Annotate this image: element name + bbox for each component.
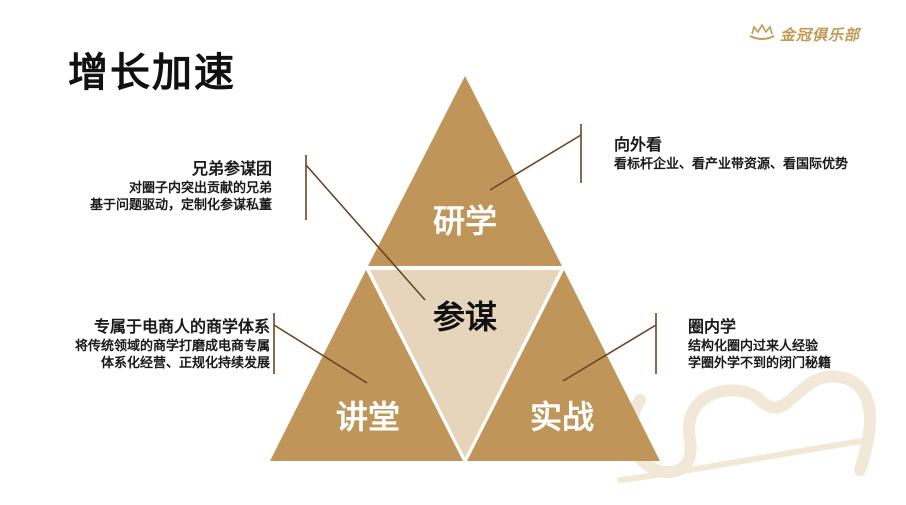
pyramid-bottom-left-segment — [270, 270, 463, 461]
pyramid-bottom-right-segment — [467, 270, 660, 461]
pyramid-top-label: 研学 — [432, 202, 497, 240]
pyramid-center-segment — [370, 270, 560, 458]
callout-heading: 兄弟参谋团 — [191, 159, 272, 178]
logo: 金冠俱乐部 — [748, 22, 860, 46]
callout-line: 对圈子内突出贡献的兄弟 — [128, 181, 272, 196]
callout-top: 向外看 看标杆企业、看产业带资源、看国际优势 — [614, 134, 904, 173]
callout-heading: 圈内学 — [688, 317, 737, 336]
pyramid-center-label: 参谋 — [432, 298, 497, 336]
callout-line: 基于问题驱动，定制化参谋私董 — [89, 198, 272, 213]
callout-heading: 向外看 — [614, 135, 663, 154]
pyramid-bottom-left-label: 讲堂 — [335, 398, 400, 436]
callout-bottom-right: 圈内学 结构化圈内过来人经验 学圈外学不到的闭门秘籍 — [688, 316, 898, 372]
callout-line: 看标杆企业、看产业带资源、看国际优势 — [614, 157, 849, 172]
callout-heading: 专属于电商人的商学体系 — [93, 317, 270, 336]
pyramid-top-segment — [368, 76, 562, 266]
callout-center: 兄弟参谋团 对圈子内突出贡献的兄弟 基于问题驱动，定制化参谋私董 — [40, 158, 272, 214]
callout-bottom-left: 专属于电商人的商学体系 将传统领域的商学打磨成电商专属 体系化经营、正规化持续发… — [0, 316, 270, 372]
callout-line: 将传统领域的商学打磨成电商专属 — [74, 339, 270, 354]
callout-leader — [305, 164, 426, 301]
callout-line: 体系化经营、正规化持续发展 — [100, 356, 270, 371]
crown-icon — [748, 22, 776, 46]
logo-text: 金冠俱乐部 — [780, 25, 861, 44]
pyramid-bottom-right-label: 实战 — [529, 398, 594, 436]
callout-line: 结构化圈内过来人经验 — [688, 339, 819, 354]
page-title: 增长加速 — [68, 49, 236, 96]
callout-line: 学圈外学不到的闭门秘籍 — [688, 356, 832, 371]
